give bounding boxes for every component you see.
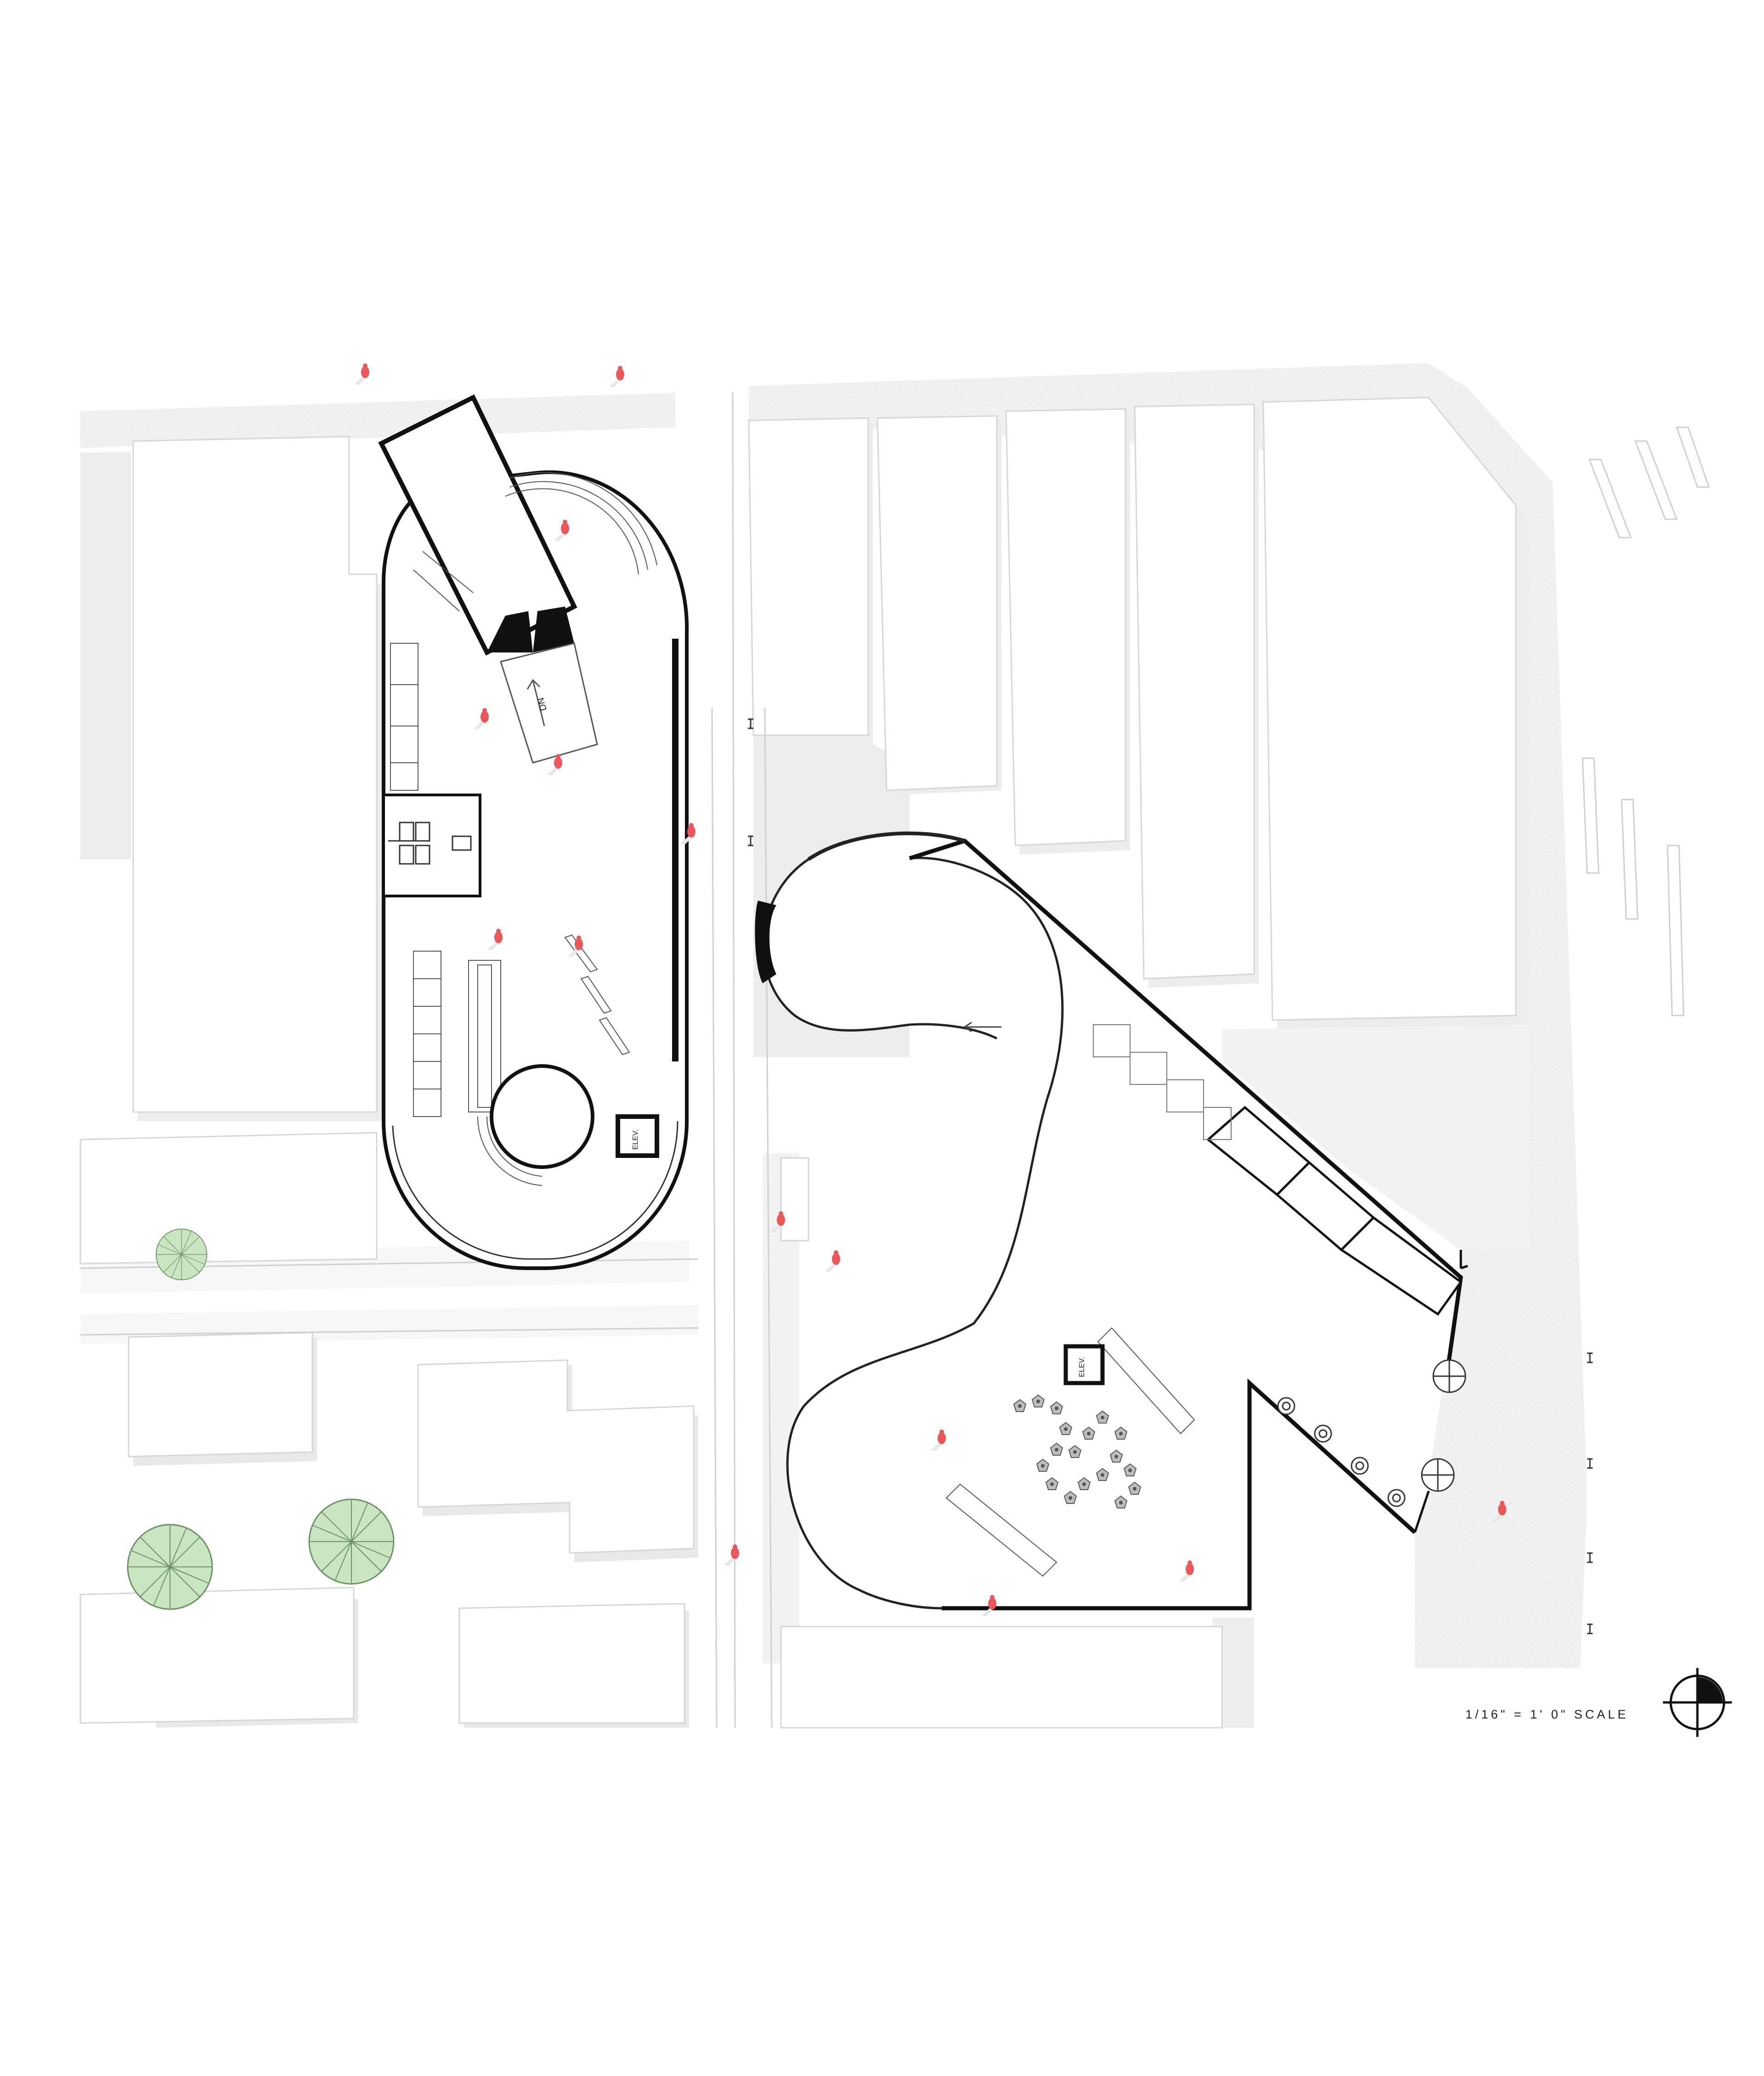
spiral-stair xyxy=(490,1064,594,1169)
svg-text:ELEV.: ELEV. xyxy=(1078,1357,1086,1377)
ramp-down xyxy=(500,642,598,764)
context-buildings-left xyxy=(79,436,698,1728)
person-icon xyxy=(825,1250,840,1272)
service-rooms xyxy=(1206,1106,1463,1316)
stairs-right xyxy=(945,1327,1195,1577)
shelving xyxy=(390,643,418,791)
north-arrow-icon xyxy=(1663,1668,1732,1737)
parking-stripes xyxy=(1582,426,1710,1016)
curved-stair-top xyxy=(413,472,657,612)
elevator-left xyxy=(616,1114,659,1158)
left-building: DN xyxy=(378,394,689,1270)
scale-label: 1/16" = 1' 0" SCALE xyxy=(1465,1707,1629,1721)
right-building: ELEV. xyxy=(755,831,1468,1611)
right-building-fill xyxy=(763,832,1461,1608)
tree-icon xyxy=(155,1228,208,1281)
svg-text:ELEV.: ELEV. xyxy=(632,1129,639,1150)
reading-tables xyxy=(413,951,501,1117)
revolving-doors xyxy=(1421,1359,1466,1492)
person-icon xyxy=(609,366,624,387)
context-buildings-right xyxy=(748,397,1530,1729)
person-icon xyxy=(354,363,369,385)
person-icon xyxy=(724,1544,739,1566)
elevator-right xyxy=(1063,1344,1105,1385)
tree-icon xyxy=(127,1524,213,1610)
bollards xyxy=(748,718,1593,1634)
planters xyxy=(1277,1397,1406,1507)
bookshelves xyxy=(1093,1024,1232,1140)
tree-icon xyxy=(308,1498,395,1585)
entry-bridge xyxy=(378,394,577,656)
left-building-outline xyxy=(381,470,689,1270)
